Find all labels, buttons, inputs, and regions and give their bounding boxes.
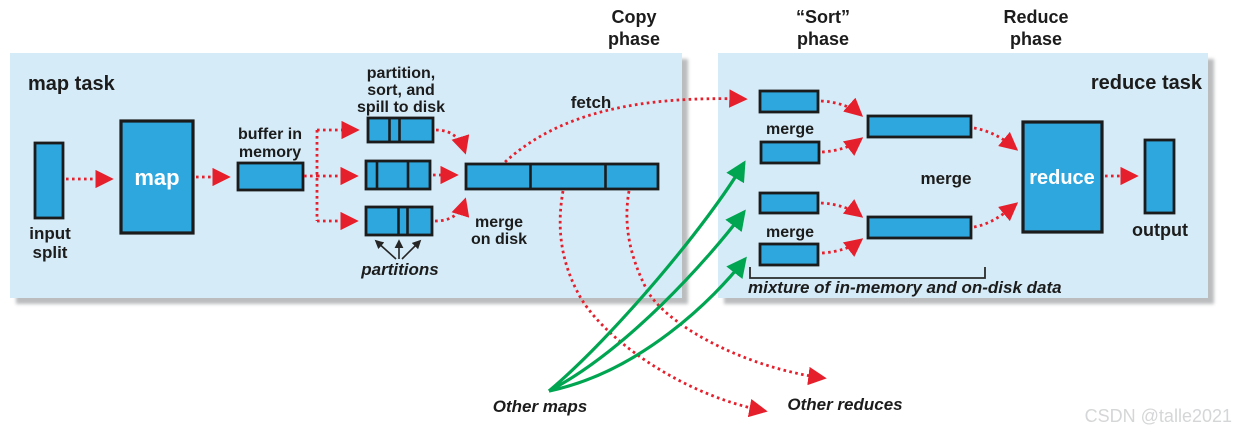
arrow-merged-top-to-reduce [973, 126, 1019, 151]
spill-label-line2: sort, and [367, 82, 435, 99]
partitions-arrow-right [401, 239, 422, 260]
arrow-spill1-to-merge [435, 128, 470, 155]
sort-phase-label-line2: phase [797, 29, 849, 49]
copy-phase-label-line2: phase [608, 29, 660, 49]
map-box [119, 119, 195, 235]
reduce-buffer-box-2 [759, 140, 821, 165]
input-split-box [33, 141, 65, 220]
reduce-phase-label-line1: Reduce [1003, 7, 1068, 27]
reduce-buffer-box-4 [758, 242, 820, 267]
merge-on-disk-box [464, 162, 660, 191]
mixture-bracket [749, 267, 986, 279]
buffer-label-line1: buffer in [238, 126, 302, 143]
partitions-label: partitions [360, 260, 438, 279]
partitions-arrow-left [374, 239, 397, 260]
spill-file-3 [364, 205, 434, 237]
merge-label-center: merge [920, 169, 971, 188]
input-split-label-line2: split [33, 243, 68, 262]
other-maps-label: Other maps [493, 397, 587, 416]
map-task-title: map task [28, 73, 116, 95]
mixture-label: mixture of in-memory and on-disk data [748, 278, 1062, 297]
reduce-box-label: reduce [1029, 167, 1095, 189]
arrow-fetch [504, 89, 748, 164]
spill-label-line3: spill to disk [357, 99, 445, 116]
merge-label-bottom: merge [766, 224, 814, 241]
reduce-buffer-box-3 [758, 191, 820, 215]
reduce-box [1021, 120, 1104, 234]
merged-box-top [866, 114, 973, 139]
arrow-merged-bottom-to-reduce [973, 202, 1019, 229]
merge-on-disk-label-line2: on disk [471, 231, 527, 248]
merge-label-top: merge [766, 121, 814, 138]
buffer-box [236, 161, 305, 192]
arrow-other-maps-2 [548, 209, 746, 393]
buffer-label-line2: memory [239, 144, 301, 161]
watermark: CSDN @talle2021 [1085, 406, 1232, 426]
spill-file-1 [366, 116, 435, 144]
sort-phase-label-line1: “Sort” [796, 7, 850, 27]
arrow-to-other-reduces-1 [558, 190, 768, 418]
arrow-other-maps-3 [548, 256, 747, 393]
reduce-phase-label-line2: phase [1010, 29, 1062, 49]
merge-on-disk-label-line1: merge [475, 214, 523, 231]
copy-phase-label-line1: Copy [612, 7, 657, 27]
arrow-other-maps-1 [547, 160, 746, 393]
input-split-label-line1: input [29, 224, 71, 243]
fetch-label: fetch [571, 93, 612, 112]
output-box [1143, 138, 1176, 215]
arrow-spill3-to-merge [434, 197, 470, 223]
output-label: output [1132, 220, 1188, 240]
reduce-task-title: reduce task [1091, 72, 1203, 94]
map-box-label: map [134, 165, 179, 190]
arrow-to-other-reduces-2 [625, 190, 827, 386]
spill-file-2 [364, 159, 432, 191]
reduce-buffer-box-1 [758, 89, 820, 114]
merged-box-bottom [866, 215, 973, 240]
spill-label-line1: partition, [367, 65, 435, 82]
other-reduces-label: Other reduces [787, 395, 902, 414]
